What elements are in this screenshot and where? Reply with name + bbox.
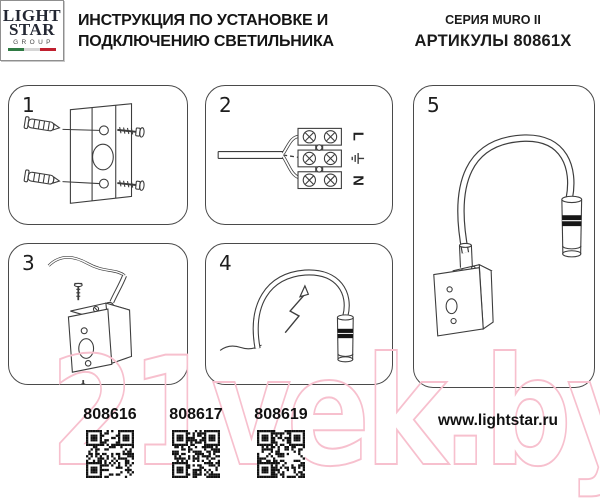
articles-label: АРТИКУЛЫ 80861X [414,32,572,50]
terminal-label-neutral: N [349,175,365,186]
article-column-3: 808619 [239,406,323,478]
step-panel-3: 3 [8,243,188,385]
page-title-line1: ИНСТРУКЦИЯ ПО УСТАНОВКЕ И [78,12,329,29]
assembled-lamp-drawing [433,134,583,337]
logo-word-light: LIGHT [2,6,62,25]
article-number: 808619 [254,406,308,423]
logo-flag-stripes [8,48,56,51]
step-panel-2: 2 [205,85,393,225]
step-panel-5: 5 [413,85,595,388]
logo-word-star: STAR [8,20,56,39]
earth-ground-icon [351,153,365,164]
terminal-label-live: L [349,132,365,141]
flexible-arm-adjust-drawing [219,269,354,363]
qr-code [86,430,134,478]
mounting-plate-dowels-drawing [23,103,145,204]
article-number: 808617 [169,406,223,423]
qr-code [257,430,305,478]
step-1-number: 1 [22,93,35,117]
page-title: ИНСТРУКЦИЯ ПО УСТАНОВКЕ И ПОДКЛЮЧЕНИЮ СВ… [78,10,334,52]
step-4-number: 4 [219,251,232,275]
step-2-number: 2 [219,93,232,117]
article-column-1: 808616 [68,406,152,478]
step-3-number: 3 [22,251,35,275]
page-title-line2: ПОДКЛЮЧЕНИЮ СВЕТИЛЬНИКА [78,33,334,50]
step-panel-4: 4 [205,243,393,385]
website-url: www.lightstar.ru [438,412,558,429]
qr-code [172,430,220,478]
base-fixing-drawing [47,255,133,384]
article-column-2: 808617 [154,406,238,478]
step-5-number: 5 [427,93,440,117]
series-label: СЕРИЯ MURO II [445,13,541,27]
article-number: 808616 [83,406,137,423]
series-info: СЕРИЯ MURO II АРТИКУЛЫ 80861X [393,13,593,51]
step-panel-1: 1 [8,85,188,225]
wiring-terminal-block-drawing: L N [217,127,365,190]
logo-word-group: GROUP [13,39,54,46]
lightstar-logo: LIGHT STAR GROUP [0,0,64,61]
